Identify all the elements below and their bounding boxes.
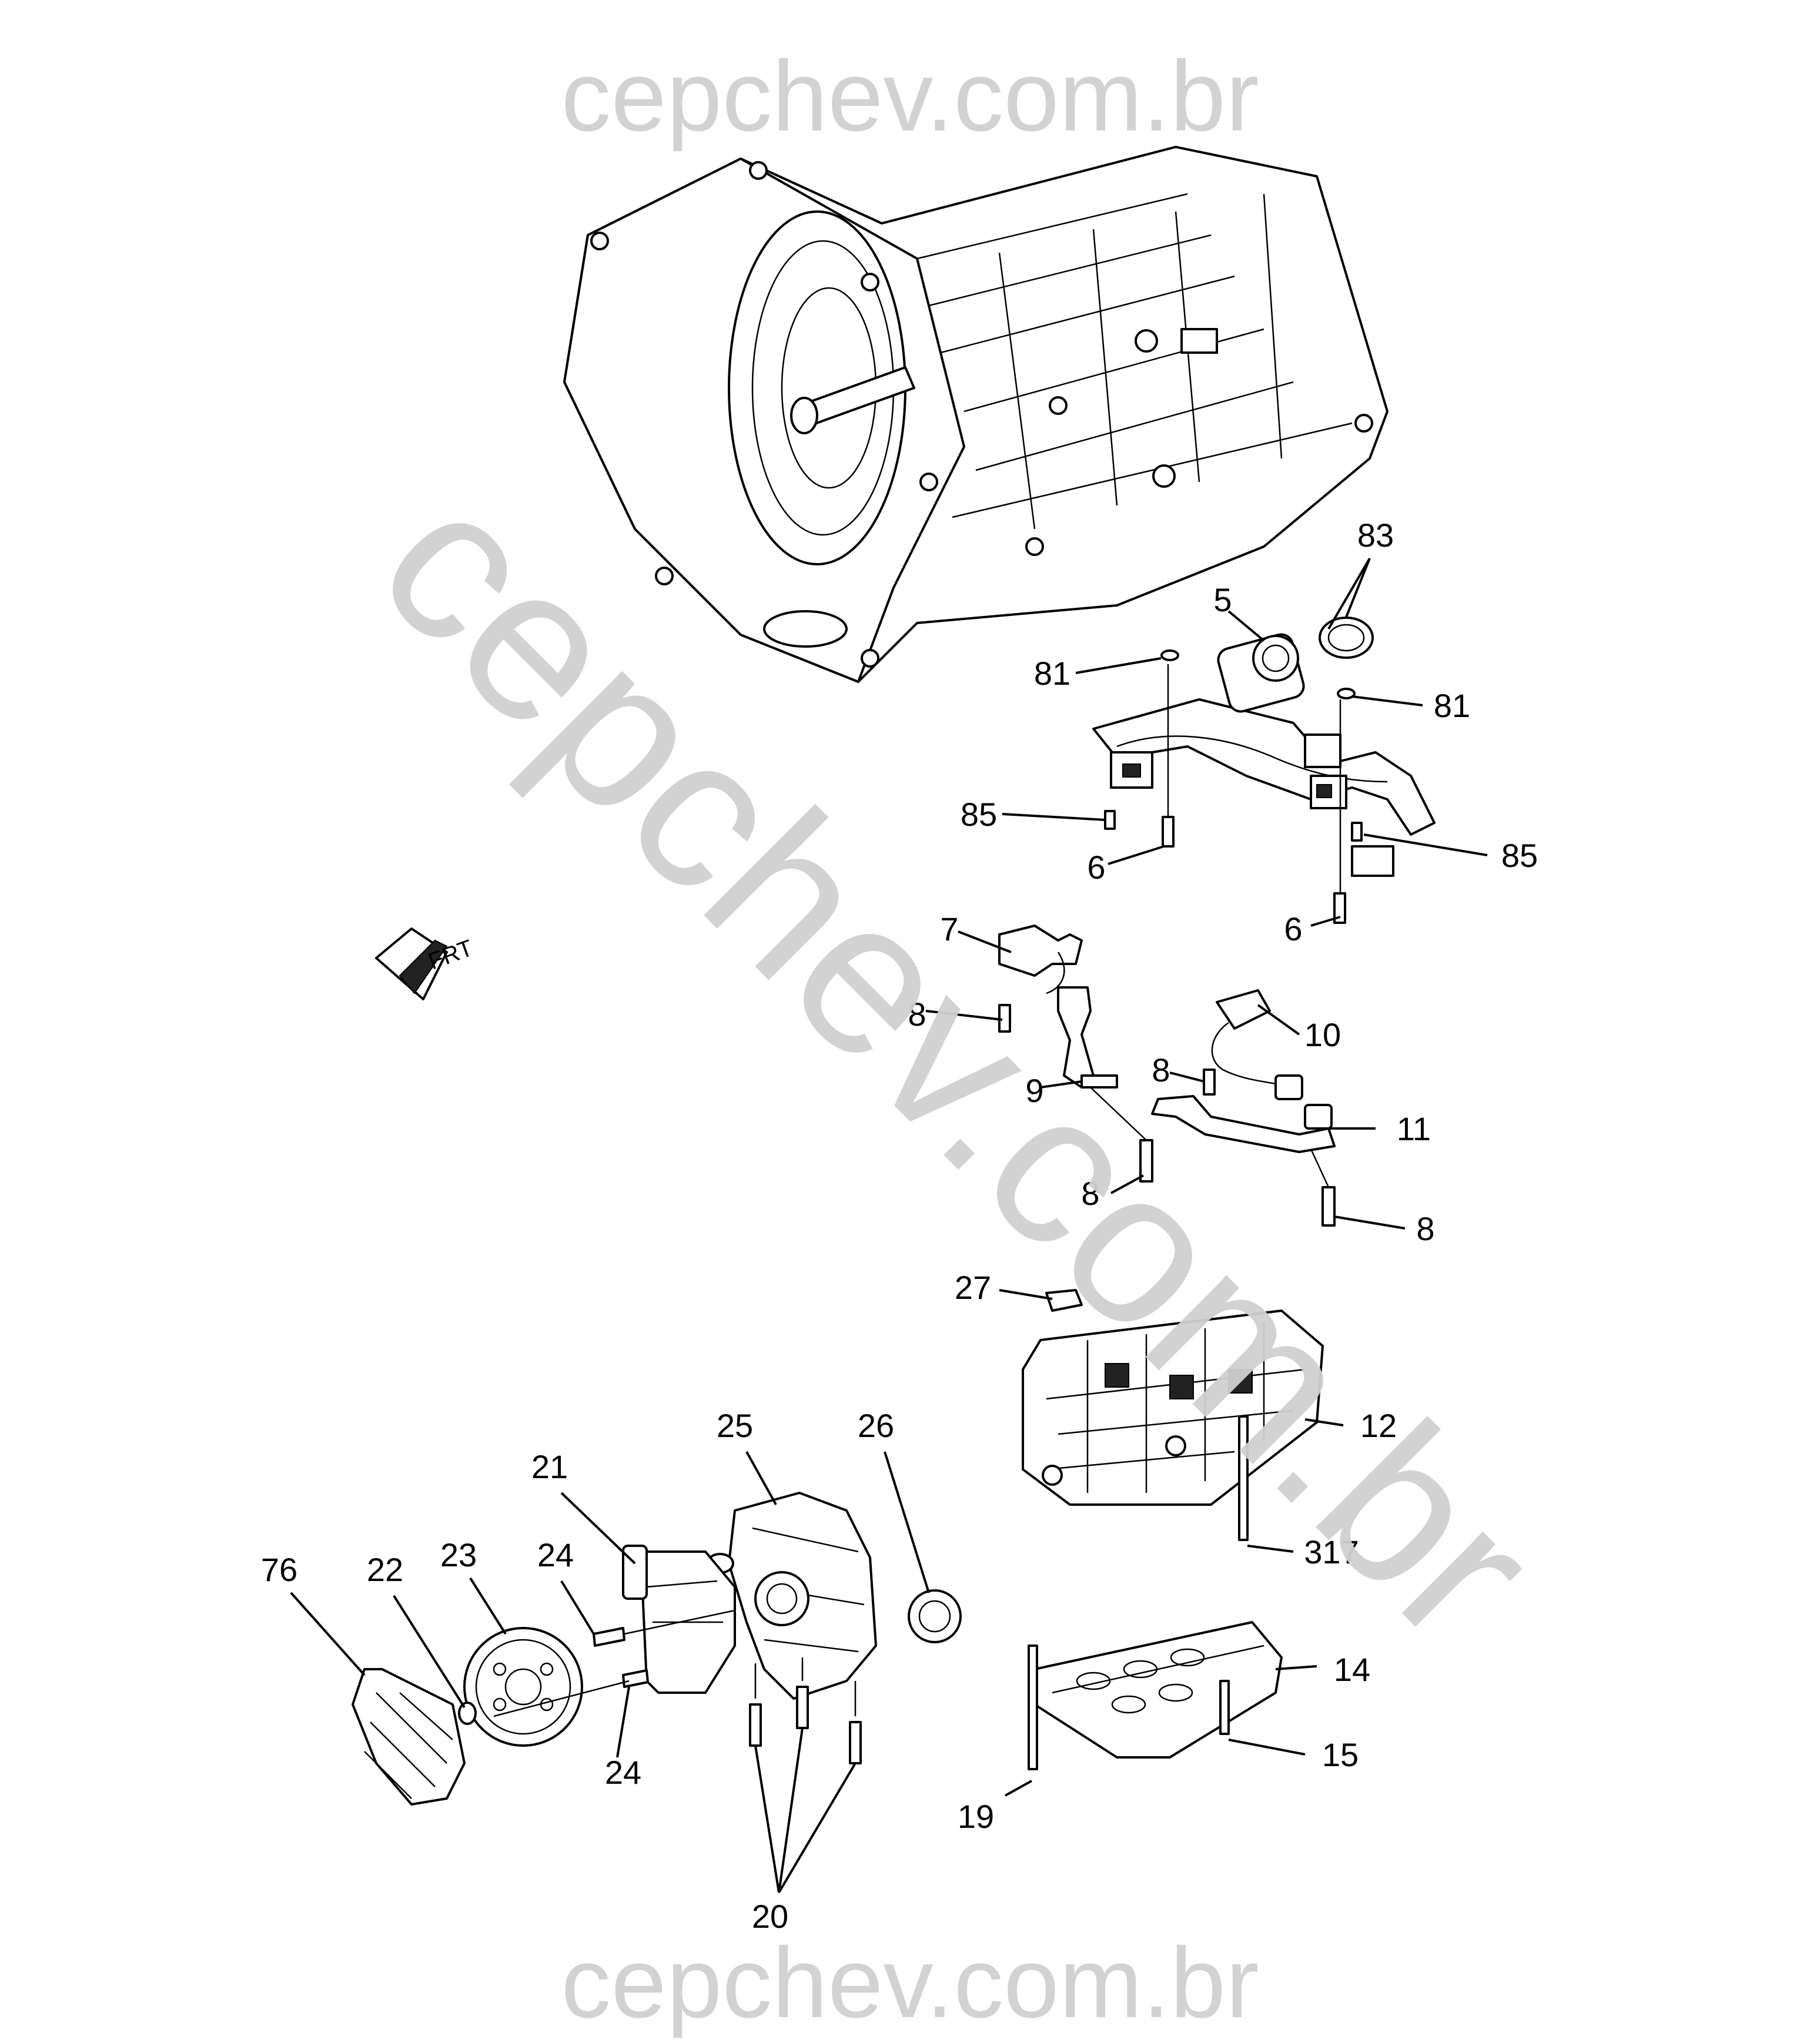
callout-15: 15 — [1322, 1736, 1359, 1773]
callout-85-right: 85 — [1501, 837, 1538, 874]
control-valve-body — [1022, 1289, 1324, 1541]
callout-8-d: 8 — [1416, 1210, 1434, 1247]
front-direction-arrow-icon: FRT — [375, 927, 476, 1000]
watermark-top: cepchev.com.br — [561, 41, 1259, 152]
callout-81-right: 81 — [1434, 687, 1470, 724]
callout-7: 7 — [940, 910, 958, 947]
callout-83: 83 — [1357, 517, 1394, 554]
pump-gears-group — [352, 1545, 736, 1806]
callout-25: 25 — [717, 1407, 753, 1444]
callout-21: 21 — [531, 1448, 568, 1485]
watermark-bottom: cepchev.com.br — [561, 1927, 1259, 2039]
pump-assembly — [706, 1492, 962, 1764]
callout-6-upper: 6 — [1087, 849, 1105, 886]
sensors-group — [998, 925, 1336, 1227]
callout-9: 9 — [1025, 1072, 1043, 1109]
callout-11: 11 — [1397, 1110, 1431, 1147]
callout-317: 317 — [1304, 1533, 1359, 1570]
frt-label: FRT — [425, 935, 476, 975]
callout-23: 23 — [440, 1536, 477, 1573]
callout-22: 22 — [367, 1551, 403, 1588]
wiring-harness-assembly — [1092, 617, 1436, 924]
callout-labels: 83 5 81 81 85 85 6 6 7 8 10 8 9 11 8 8 2… — [261, 517, 1538, 1935]
callout-81-left: 81 — [1034, 655, 1070, 692]
callout-20: 20 — [752, 1898, 788, 1935]
callout-26: 26 — [858, 1407, 894, 1444]
callout-76: 76 — [261, 1551, 297, 1588]
watermark-diagonal: cepchev.com.br — [334, 441, 1581, 1687]
leader-lines — [290, 557, 1488, 1894]
callout-6-lower: 6 — [1284, 910, 1302, 947]
callout-8-c: 8 — [1081, 1175, 1099, 1212]
callout-8-a: 8 — [908, 996, 926, 1033]
transmission-case — [563, 146, 1389, 683]
callout-24-lower: 24 — [605, 1754, 641, 1791]
callout-8-b: 8 — [1152, 1051, 1170, 1089]
callout-85-left: 85 — [961, 796, 997, 833]
callout-19: 19 — [958, 1798, 994, 1835]
callout-24-upper: 24 — [537, 1536, 574, 1573]
filter-plate-assembly — [1028, 1621, 1283, 1770]
callout-12: 12 — [1360, 1407, 1397, 1444]
callout-27: 27 — [955, 1269, 991, 1306]
callout-14: 14 — [1334, 1651, 1370, 1688]
callout-5: 5 — [1213, 581, 1232, 618]
callout-10: 10 — [1304, 1016, 1341, 1053]
